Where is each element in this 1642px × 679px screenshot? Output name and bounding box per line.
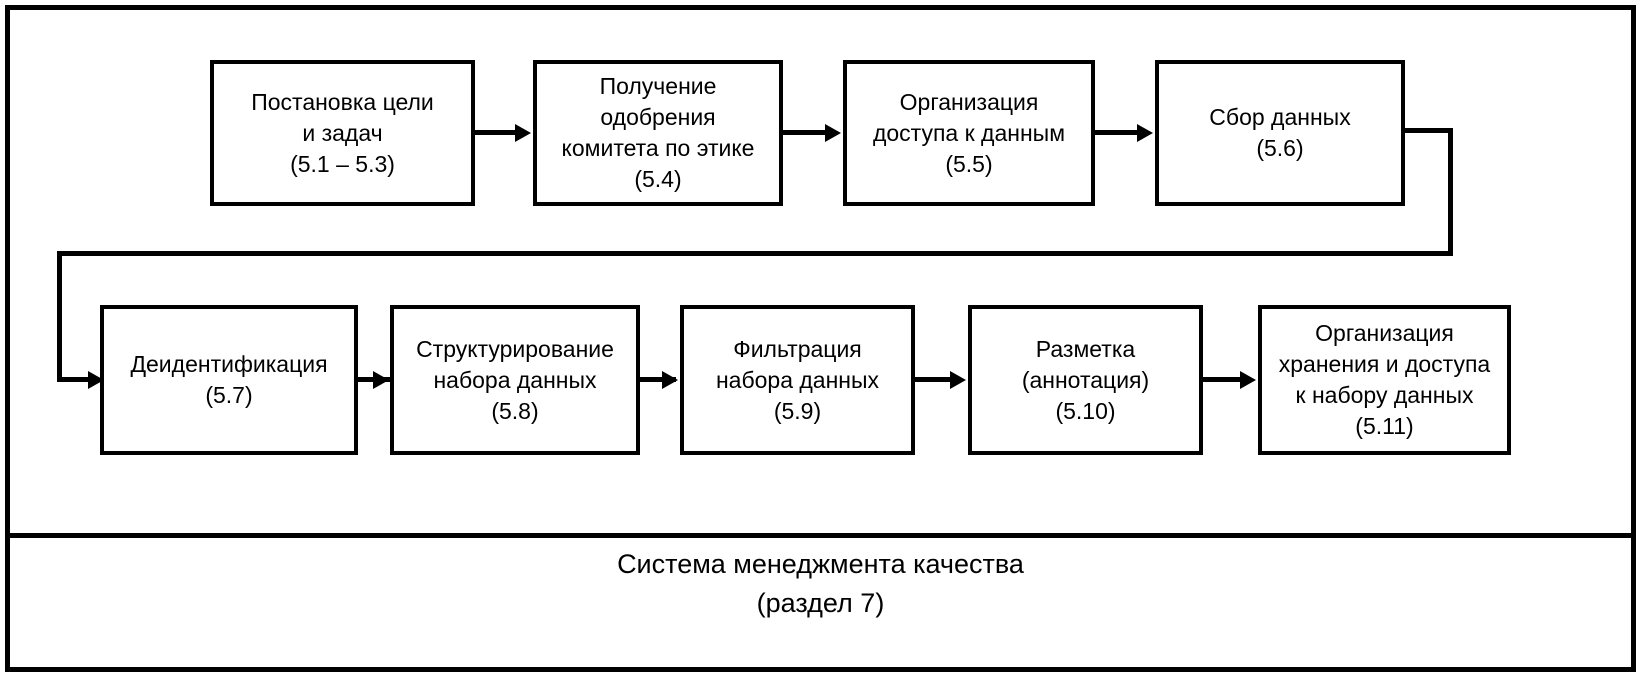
arrow-structuring-to-filtering-head <box>662 371 678 389</box>
arrow-annotation-to-storage-head <box>1240 371 1256 389</box>
arrow-filtering-to-annotation-head <box>950 371 966 389</box>
arrow-goal-to-ethics-head <box>515 124 531 142</box>
process-box-dataset-structuring[interactable]: Структурирование набора данных (5.8) <box>390 305 640 455</box>
caption-divider-line <box>5 533 1636 538</box>
process-box-dataset-filtering-label: Фильтрация набора данных (5.9) <box>715 335 880 424</box>
caption-line-1: Система менеджмента качества <box>617 549 1024 579</box>
process-box-ethics-approval-label: Получение одобрения комитета по этике (5… <box>561 73 755 192</box>
wrap-connector-segment-down-left <box>57 251 62 380</box>
process-box-storage-access[interactable]: Организация хранения и доступа к набору … <box>1258 305 1511 455</box>
process-box-data-collection-label: Сбор данных (5.6) <box>1209 104 1351 161</box>
arrow-access-to-collection-head <box>1137 124 1153 142</box>
arrow-goal-to-ethics-line <box>475 130 517 135</box>
wrap-connector-segment-down-right <box>1448 128 1453 256</box>
process-box-annotation[interactable]: Разметка (аннотация) (5.10) <box>968 305 1203 455</box>
process-box-dataset-structuring-label: Структурирование набора данных (5.8) <box>416 335 614 424</box>
wrap-connector-segment-across <box>57 251 1453 256</box>
process-box-goal-setting-label: Постановка цели и задач (5.1 – 5.3) <box>251 88 434 177</box>
process-box-dataset-filtering[interactable]: Фильтрация набора данных (5.9) <box>680 305 915 455</box>
process-box-annotation-label: Разметка (аннотация) (5.10) <box>1021 335 1150 424</box>
arrow-ethics-to-access-line <box>783 130 827 135</box>
wrap-connector-segment-into-row2 <box>57 377 93 382</box>
arrow-ethics-to-access-head <box>825 124 841 142</box>
process-box-data-access-label: Организация доступа к данным (5.5) <box>872 88 1066 177</box>
process-box-ethics-approval[interactable]: Получение одобрения комитета по этике (5… <box>533 60 783 206</box>
arrow-structuring-to-filtering-line <box>640 377 676 382</box>
process-box-goal-setting[interactable]: Постановка цели и задач (5.1 – 5.3) <box>210 60 475 206</box>
process-box-deidentification-label: Деидентификация (5.7) <box>130 351 328 408</box>
process-box-deidentification[interactable]: Деидентификация (5.7) <box>100 305 358 455</box>
arrow-filtering-to-annotation-line <box>915 377 955 382</box>
caption-line-2: (раздел 7) <box>756 588 885 618</box>
caption-block: Система менеджмента качества (раздел 7) <box>10 545 1631 623</box>
arrow-access-to-collection-line <box>1095 130 1139 135</box>
process-box-data-access[interactable]: Организация доступа к данным (5.5) <box>843 60 1095 206</box>
wrap-connector-segment-right <box>1401 128 1453 133</box>
arrow-annotation-to-storage-line <box>1203 377 1243 382</box>
process-box-data-collection[interactable]: Сбор данных (5.6) <box>1155 60 1405 206</box>
arrow-deident-to-structuring-head <box>373 371 389 389</box>
process-box-storage-access-label: Организация хранения и доступа к набору … <box>1278 320 1491 439</box>
